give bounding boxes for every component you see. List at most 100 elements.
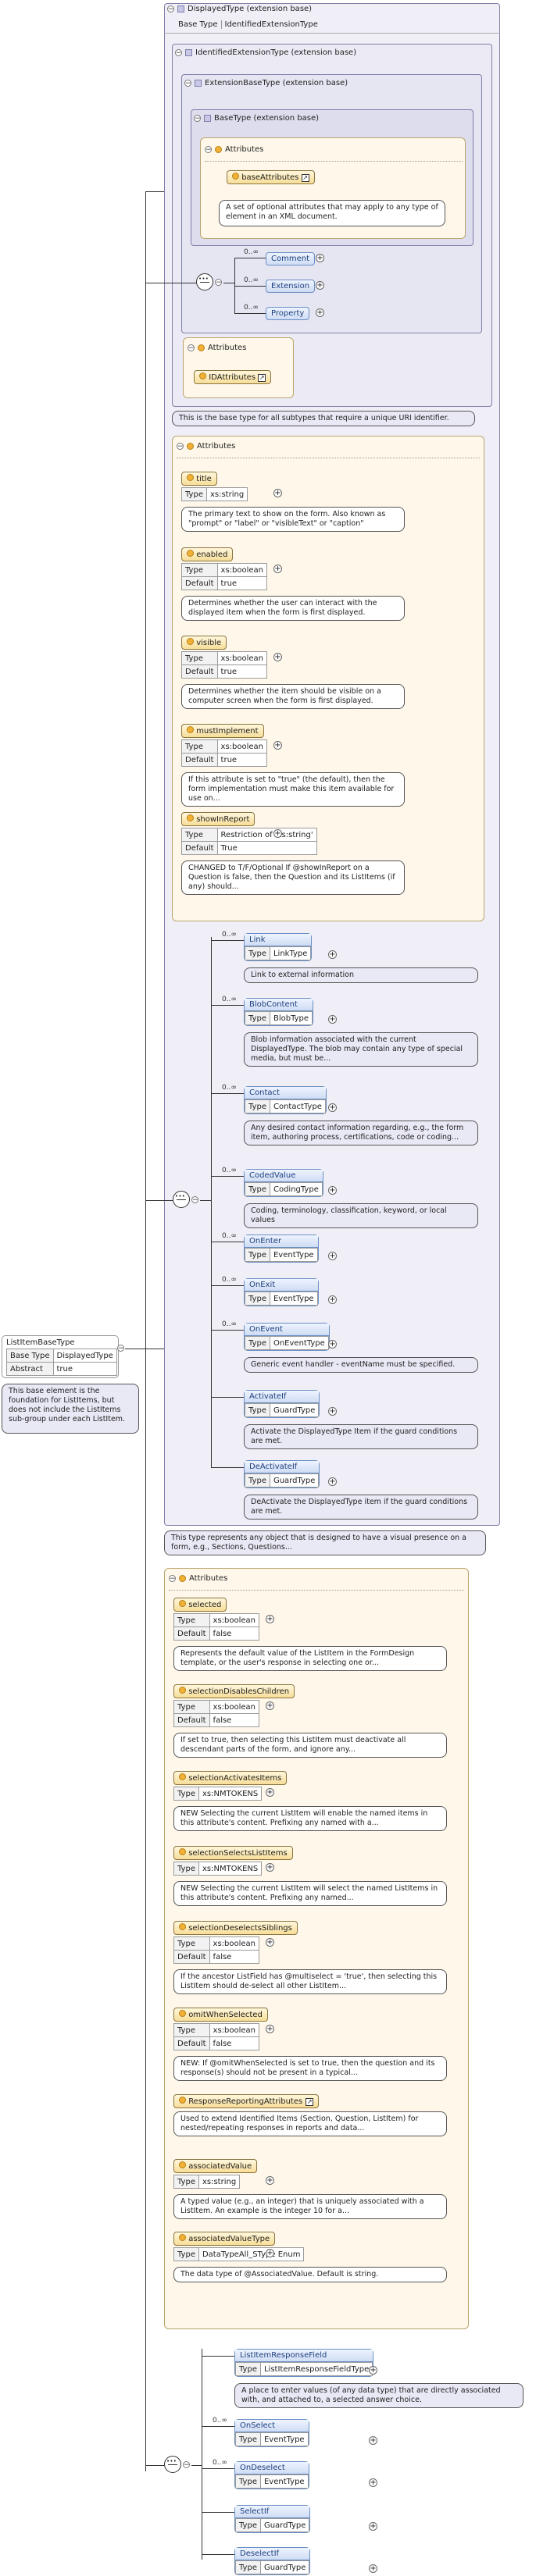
expand-icon[interactable]: +: [328, 1186, 337, 1195]
root-collapse-icon[interactable]: −: [117, 1345, 124, 1352]
base-attributes-group[interactable]: baseAttributes ↗: [227, 170, 315, 184]
expand-icon[interactable]: +: [266, 1863, 274, 1872]
identified-type-header[interactable]: − IdentifiedExtensionType (extension bas…: [175, 48, 356, 57]
expand-icon[interactable]: +: [266, 1788, 274, 1797]
sequence-icon[interactable]: [173, 1191, 190, 1208]
attribute-name[interactable]: selected: [173, 1598, 227, 1612]
expand-icon[interactable]: +: [273, 741, 282, 750]
branch-line: [234, 286, 266, 287]
attribute-name[interactable]: associatedValueType: [173, 2232, 276, 2246]
attributes-collapse-icon[interactable]: −: [177, 443, 184, 451]
ident-attributes-header[interactable]: − Attributes: [188, 344, 246, 352]
extbase-collapse-icon[interactable]: −: [184, 80, 191, 87]
attribute-name[interactable]: ResponseReportingAttributes↗: [173, 2094, 320, 2108]
expand-icon[interactable]: +: [328, 1295, 337, 1304]
sequence-collapse-icon[interactable]: −: [191, 1196, 198, 1204]
complex-type-icon: [185, 49, 192, 56]
expand-icon[interactable]: +: [273, 489, 282, 497]
attribute-name[interactable]: title: [181, 472, 217, 486]
branch-line: [211, 940, 244, 941]
expand-icon[interactable]: +: [316, 254, 324, 262]
attribute-label: selected: [188, 1601, 222, 1609]
element-name: OnDeselect: [235, 2462, 309, 2474]
id-attributes-group[interactable]: IDAttributes ↗: [194, 370, 272, 384]
sequence-collapse-icon[interactable]: −: [183, 2461, 190, 2469]
expand-icon[interactable]: +: [369, 2366, 377, 2375]
expand-icon[interactable]: +: [369, 2436, 377, 2445]
attribute-name[interactable]: selectionDeselectsSiblings: [173, 1921, 298, 1935]
expand-icon[interactable]: +: [316, 308, 324, 317]
attribute-name[interactable]: showInReport: [181, 812, 255, 826]
expand-icon[interactable]: +: [266, 1615, 274, 1623]
expand-icon[interactable]: +: [328, 1103, 337, 1112]
displayed-collapse-icon[interactable]: −: [167, 5, 174, 13]
attributes-collapse-icon[interactable]: −: [205, 146, 212, 154]
element-name: ListItemResponseField: [235, 2350, 373, 2362]
expand-icon[interactable]: +: [328, 1340, 337, 1349]
expand-icon[interactable]: +: [266, 2176, 274, 2185]
property-element[interactable]: Property: [266, 307, 310, 320]
attribute-name[interactable]: associatedValue: [173, 2159, 258, 2173]
expand-icon[interactable]: +: [369, 2564, 377, 2573]
attribute-name[interactable]: enabled: [181, 547, 234, 561]
sequence-connector: [200, 1200, 211, 1201]
sequence-icon[interactable]: [164, 2456, 181, 2473]
basetype-attributes-header[interactable]: − Attributes: [205, 145, 263, 154]
attribute-name[interactable]: omitWhenSelected: [173, 2008, 268, 2022]
expand-icon[interactable]: +: [328, 1252, 337, 1260]
attribute-name[interactable]: selectionDisablesChildren: [173, 1684, 295, 1698]
expand-icon[interactable]: +: [273, 829, 282, 838]
expand-icon[interactable]: +: [273, 565, 282, 573]
attribute-value: xs:boolean: [209, 2023, 260, 2037]
attributes-collapse-icon[interactable]: −: [169, 1575, 176, 1583]
extension-element[interactable]: Extension: [266, 280, 316, 293]
listitem-attributes-header[interactable]: − Attributes: [169, 1574, 227, 1583]
expand-icon[interactable]: +: [273, 653, 282, 661]
expand-icon[interactable]: +: [266, 2025, 274, 2033]
attribute-name[interactable]: visible: [181, 636, 227, 650]
displayed-type-header[interactable]: − DisplayedType (extension base): [167, 5, 312, 13]
attribute-name[interactable]: selectionActivatesItems: [173, 1771, 288, 1785]
expand-icon[interactable]: +: [316, 281, 324, 290]
expand-icon[interactable]: +: [328, 950, 337, 959]
identified-collapse-icon[interactable]: −: [175, 49, 182, 57]
sequence-icon[interactable]: [196, 273, 213, 290]
occurrence-label: 0..∞: [213, 2459, 227, 2467]
attributes-collapse-icon[interactable]: −: [188, 344, 195, 352]
expand-icon[interactable]: +: [328, 1015, 337, 1024]
sequence-collapse-icon[interactable]: −: [215, 279, 222, 287]
attribute-name[interactable]: selectionSelectsListItems: [173, 1846, 293, 1860]
expand-icon[interactable]: +: [266, 1701, 274, 1710]
attribute-doc: NEW Selecting the current ListItem will …: [173, 1881, 447, 1906]
expand-icon[interactable]: +: [328, 1407, 337, 1416]
basetype-collapse-icon[interactable]: −: [194, 115, 201, 123]
comment-element[interactable]: Comment: [266, 252, 315, 265]
expand-icon[interactable]: +: [369, 2478, 377, 2487]
element-type-value: GuardType: [269, 1473, 320, 1488]
displayed-attributes-header[interactable]: − Attributes: [177, 442, 235, 451]
expand-icon[interactable]: +: [328, 1477, 337, 1486]
attribute-name[interactable]: mustImplement: [181, 724, 264, 738]
expand-icon[interactable]: +: [266, 1938, 274, 1947]
basetype-header[interactable]: − BaseType (extension base): [194, 114, 319, 123]
extbase-type-header[interactable]: − ExtensionBaseType (extension base): [184, 79, 348, 87]
expand-icon[interactable]: +: [266, 2249, 274, 2257]
expand-icon[interactable]: +: [369, 2522, 377, 2531]
